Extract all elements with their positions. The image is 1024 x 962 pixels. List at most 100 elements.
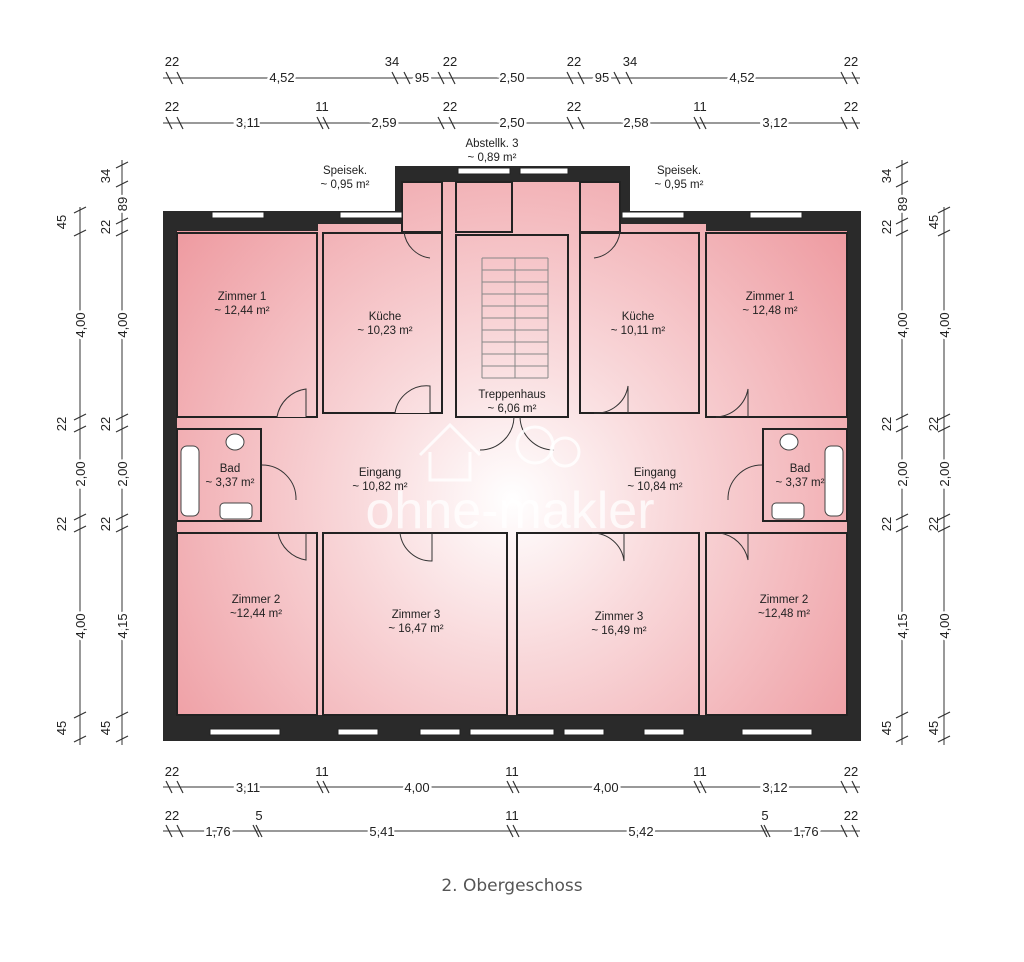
room-area: ~12,44 m² [230, 608, 282, 620]
dim-label: 2,00 [895, 461, 910, 486]
dim-label: 22 [98, 220, 113, 234]
room-name: Eingang [634, 467, 676, 479]
room-left-zimmer2 [176, 532, 318, 716]
dim-label: 22 [567, 99, 581, 114]
room-left-kueche [322, 232, 443, 414]
sink-icon [771, 502, 805, 520]
room-area: ~ 0,95 m² [655, 179, 704, 191]
room-name: Zimmer 2 [232, 594, 281, 606]
rooms [176, 181, 848, 716]
room-name: Abstellk. 3 [465, 138, 518, 150]
room-name: Zimmer 1 [218, 291, 267, 303]
room-name: Zimmer 2 [760, 594, 809, 606]
dim-label: 22 [443, 54, 457, 69]
dim-label: 45 [879, 721, 894, 735]
floor-plan: 22 4,52 34 95 22 2,50 22 95 34 4,52 22 2… [54, 54, 955, 842]
floor-caption: 2. Obergeschoss [441, 876, 583, 896]
dim-label: 22 [443, 99, 457, 114]
dim-label: 22 [844, 764, 858, 779]
room-area: ~ 0,89 m² [468, 152, 517, 164]
dim-label: 45 [54, 215, 69, 229]
room-name: Eingang [359, 467, 401, 479]
dim-label: 5,41 [369, 824, 394, 839]
room-abstellk [455, 181, 513, 233]
dim-label: 89 [115, 197, 130, 211]
room-right-speise [579, 181, 621, 233]
dim-label: 34 [385, 54, 399, 69]
dim-label: 45 [54, 721, 69, 735]
dimension-labels: 22 4,52 34 95 22 2,50 22 95 34 4,52 22 2… [54, 54, 955, 842]
dim-label: 3,11 [236, 780, 260, 795]
dim-label: 45 [926, 215, 941, 229]
room-name: Zimmer 3 [595, 611, 644, 623]
dim-label: 34 [623, 54, 637, 69]
stairs [481, 257, 549, 379]
room-area: ~ 0,95 m² [321, 179, 370, 191]
dim-label: 22 [98, 517, 113, 531]
dim-label: 2,50 [499, 70, 524, 85]
room-treppenhaus [455, 234, 569, 418]
dim-label: 22 [567, 54, 581, 69]
room-name: Küche [369, 311, 402, 323]
dim-label: 22 [54, 417, 69, 431]
dim-label: 1,76 [205, 824, 230, 839]
room-name: Zimmer 3 [392, 609, 441, 621]
watermark: ohne-makler [365, 482, 654, 540]
dim-label: 22 [879, 417, 894, 431]
dim-label: 11 [505, 808, 519, 823]
dim-label: 45 [926, 721, 941, 735]
room-name: Speisek. [657, 165, 701, 177]
room-left-speise [401, 181, 443, 233]
room-name: Küche [622, 311, 655, 323]
dim-label: 1,76 [793, 824, 818, 839]
dim-label: 4,52 [269, 70, 294, 85]
room-name: Bad [790, 463, 810, 475]
bathtub-icon [180, 445, 200, 517]
dim-label: 5 [255, 808, 262, 823]
dim-label: 3,12 [762, 115, 787, 130]
dim-label: 34 [879, 169, 894, 183]
dim-label: 22 [844, 808, 858, 823]
dim-label: 5,42 [628, 824, 653, 839]
room-name: Zimmer 1 [746, 291, 795, 303]
dim-label: 4,15 [895, 613, 910, 638]
dim-label: 4,00 [937, 312, 952, 337]
sink-icon [219, 502, 253, 520]
dim-label: 4,00 [404, 780, 429, 795]
room-area: ~ 10,84 m² [627, 481, 682, 493]
bathtub-icon [824, 445, 844, 517]
room-area: ~ 12,48 m² [742, 305, 797, 317]
dim-label: 2,00 [115, 461, 130, 486]
room-area: ~ 6,06 m² [488, 403, 537, 415]
dimension-lines [73, 71, 951, 838]
dim-label: 2,58 [623, 115, 648, 130]
dim-label: 22 [844, 54, 858, 69]
dim-label: 2,59 [371, 115, 396, 130]
dim-label: 3,11 [236, 115, 260, 130]
dim-label: 2,00 [73, 461, 88, 486]
room-area: ~ 3,37 m² [206, 477, 255, 489]
dim-label: 89 [895, 197, 910, 211]
room-right-kueche [579, 232, 700, 414]
dim-label: 22 [926, 417, 941, 431]
room-left-zimmer3 [322, 532, 508, 716]
windows [209, 167, 813, 736]
dim-label: 2,50 [499, 115, 524, 130]
room-right-zimmer1 [705, 232, 848, 418]
dim-label: 4,00 [937, 613, 952, 638]
dim-label: 4,00 [895, 312, 910, 337]
room-area: ~ 10,11 m² [611, 325, 666, 337]
dim-label: 11 [693, 764, 707, 779]
room-area: ~ 12,44 m² [214, 305, 269, 317]
dim-label: 45 [98, 721, 113, 735]
doors [261, 231, 763, 562]
toilet-icon [225, 433, 245, 451]
watermark-logo-icon [418, 422, 581, 482]
dim-label: 11 [693, 99, 707, 114]
room-area: ~ 10,23 m² [357, 325, 412, 337]
room-right-zimmer2 [705, 532, 848, 716]
dim-label: 4,00 [73, 312, 88, 337]
dim-label: 22 [165, 99, 179, 114]
room-name: Bad [220, 463, 240, 475]
room-area: ~ 10,82 m² [352, 481, 407, 493]
